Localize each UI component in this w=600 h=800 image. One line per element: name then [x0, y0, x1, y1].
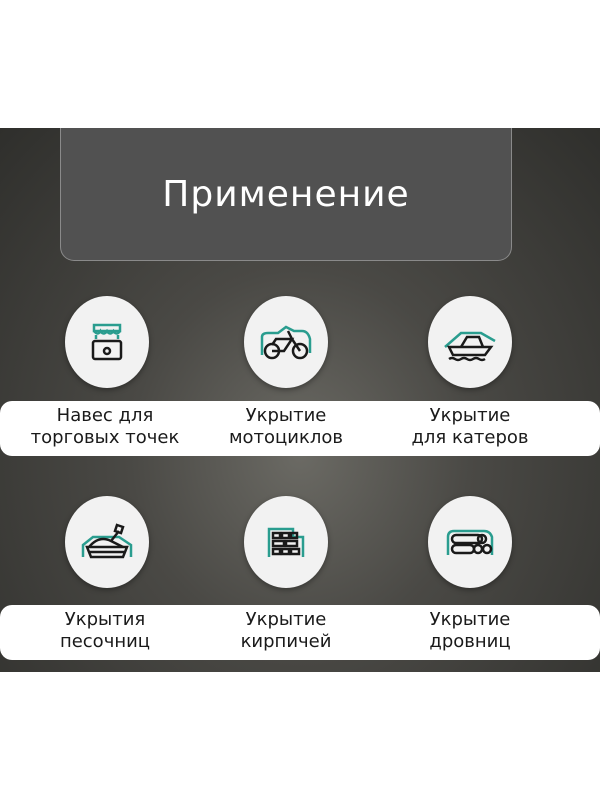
bricks-icon [244, 496, 328, 588]
market-stall-icon [65, 296, 149, 388]
label-line: Укрытия [64, 609, 146, 630]
label-line: Навес для [56, 405, 154, 426]
motorcycle-icon [244, 296, 328, 388]
title-box: Применение [60, 128, 512, 261]
label-line: для катеров [411, 427, 529, 448]
firewood-icon [428, 496, 512, 588]
label-line: Укрытие [245, 405, 327, 426]
label-line: Укрытие [429, 609, 511, 630]
label-line: Укрытие [429, 405, 511, 426]
label-line: кирпичей [240, 631, 332, 652]
label-line: Укрытие [245, 609, 327, 630]
label-line: дровниц [429, 631, 511, 652]
label-line: торговых точек [30, 427, 180, 448]
boat-icon [428, 296, 512, 388]
page-title: Применение [162, 173, 410, 215]
sandbox-icon [65, 496, 149, 588]
label-line: песочниц [59, 631, 151, 652]
label-line: мотоциклов [228, 427, 344, 448]
